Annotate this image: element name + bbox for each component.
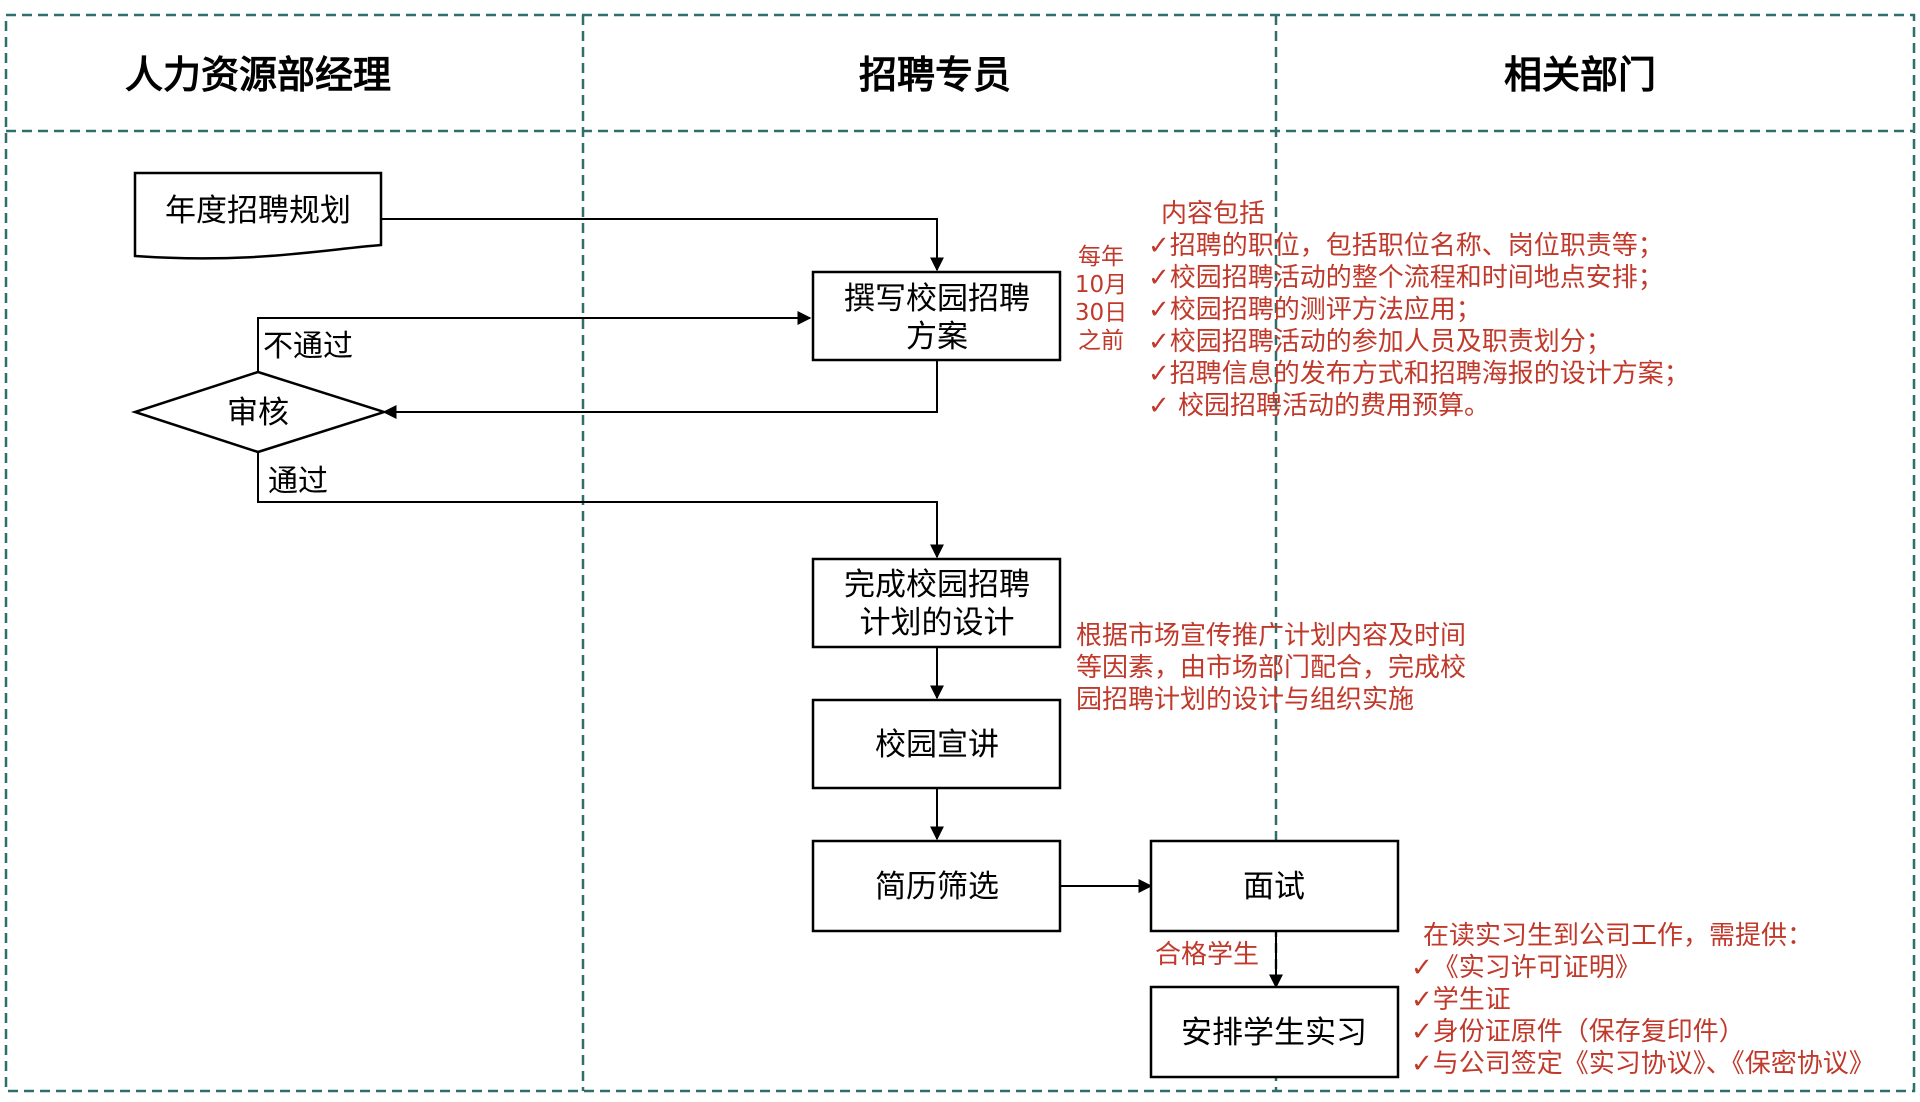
svg-text:每年: 每年 [1078, 244, 1124, 270]
edge-plan-to-write [381, 218, 944, 272]
node-interview: 面试 [1149, 839, 1400, 933]
svg-text:方案: 方案 [906, 319, 968, 355]
svg-text:30日: 30日 [1075, 300, 1127, 326]
svg-text:撰写校园招聘: 撰写校园招聘 [844, 281, 1030, 317]
svg-text:之前: 之前 [1078, 328, 1124, 354]
node-complete-design: 完成校园招聘 计划的设计 [811, 557, 1062, 649]
lane-title-recruiter: 招聘专员 [859, 53, 1011, 97]
svg-text:✓ 校园招聘活动的费用预算。: ✓ 校园招聘活动的费用预算。 [1148, 391, 1490, 421]
svg-text:✓校园招聘活动的整个流程和时间地点安排；: ✓校园招聘活动的整个流程和时间地点安排； [1148, 263, 1664, 293]
note-plan-contents: 内容包括 ✓招聘的职位，包括职位名称、岗位职责等； ✓校园招聘活动的整个流程和时… [1148, 199, 1690, 421]
svg-text:10月: 10月 [1075, 272, 1127, 298]
svg-text:✓与公司签定《实习协议》、《保密协议》: ✓与公司签定《实习协议》、《保密协议》 [1411, 1049, 1875, 1079]
svg-text:校园宣讲: 校园宣讲 [875, 727, 999, 763]
svg-text:安排学生实习: 安排学生实习 [1181, 1015, 1367, 1051]
svg-text:年度招聘规划: 年度招聘规划 [165, 193, 351, 229]
lane-title-departments: 相关部门 [1504, 53, 1656, 97]
connectors [257, 218, 1283, 989]
svg-text:简历筛选: 简历筛选 [875, 869, 999, 905]
svg-text:完成校园招聘: 完成校园招聘 [844, 567, 1030, 603]
edge-review-pass [257, 452, 944, 559]
node-write-plan: 撰写校园招聘 方案 [811, 270, 1062, 362]
svg-text:✓招聘信息的发布方式和招聘海报的设计方案；: ✓招聘信息的发布方式和招聘海报的设计方案； [1148, 359, 1690, 389]
node-annual-plan: 年度招聘规划 [133, 171, 383, 260]
lane-title-hr-manager: 人力资源部经理 [125, 53, 391, 97]
note-intern-docs: 在读实习生到公司工作，需提供： ✓《实习许可证明》 ✓学生证 ✓身份证原件（保存… [1411, 921, 1875, 1079]
svg-text:等因素，由市场部门配合，完成校: 等因素，由市场部门配合，完成校 [1076, 653, 1466, 683]
svg-text:计划的设计: 计划的设计 [860, 605, 1015, 641]
node-resume-screen: 简历筛选 [811, 839, 1062, 933]
edge-label-pass: 通过 [268, 464, 328, 499]
svg-text:✓校园招聘活动的参加人员及职责划分；: ✓校园招聘活动的参加人员及职责划分； [1148, 327, 1612, 357]
svg-text:在读实习生到公司工作，需提供：: 在读实习生到公司工作，需提供： [1423, 921, 1813, 951]
node-arrange-intern: 安排学生实习 [1149, 985, 1400, 1079]
edge-write-to-review [382, 360, 938, 419]
svg-text:园招聘计划的设计与组织实施: 园招聘计划的设计与组织实施 [1076, 685, 1414, 715]
svg-text:✓《实习许可证明》: ✓《实习许可证明》 [1411, 953, 1641, 983]
edge-label-reject: 不通过 [263, 329, 353, 364]
note-design-desc: 根据市场宣传推广计划内容及时间 等因素，由市场部门配合，完成校 园招聘计划的设计… [1076, 621, 1466, 715]
svg-text:面试: 面试 [1243, 869, 1305, 905]
svg-text:审核: 审核 [227, 395, 289, 431]
node-review: 审核 [130, 370, 389, 454]
note-deadline: 每年 10月 30日 之前 [1075, 244, 1127, 354]
node-campus-talk: 校园宣讲 [811, 698, 1062, 790]
svg-text:✓校园招聘的测评方法应用；: ✓校园招聘的测评方法应用； [1148, 295, 1482, 325]
svg-text:根据市场宣传推广计划内容及时间: 根据市场宣传推广计划内容及时间 [1076, 621, 1466, 651]
svg-text:✓学生证: ✓学生证 [1411, 985, 1511, 1015]
svg-text:✓身份证原件（保存复印件）: ✓身份证原件（保存复印件） [1411, 1017, 1745, 1047]
edge-review-reject [257, 311, 812, 372]
edge-label-qualified: 合格学生 [1155, 940, 1259, 970]
svg-text:内容包括: 内容包括 [1161, 199, 1265, 229]
svg-text:✓招聘的职位，包括职位名称、岗位职责等；: ✓招聘的职位，包括职位名称、岗位职责等； [1148, 231, 1664, 261]
